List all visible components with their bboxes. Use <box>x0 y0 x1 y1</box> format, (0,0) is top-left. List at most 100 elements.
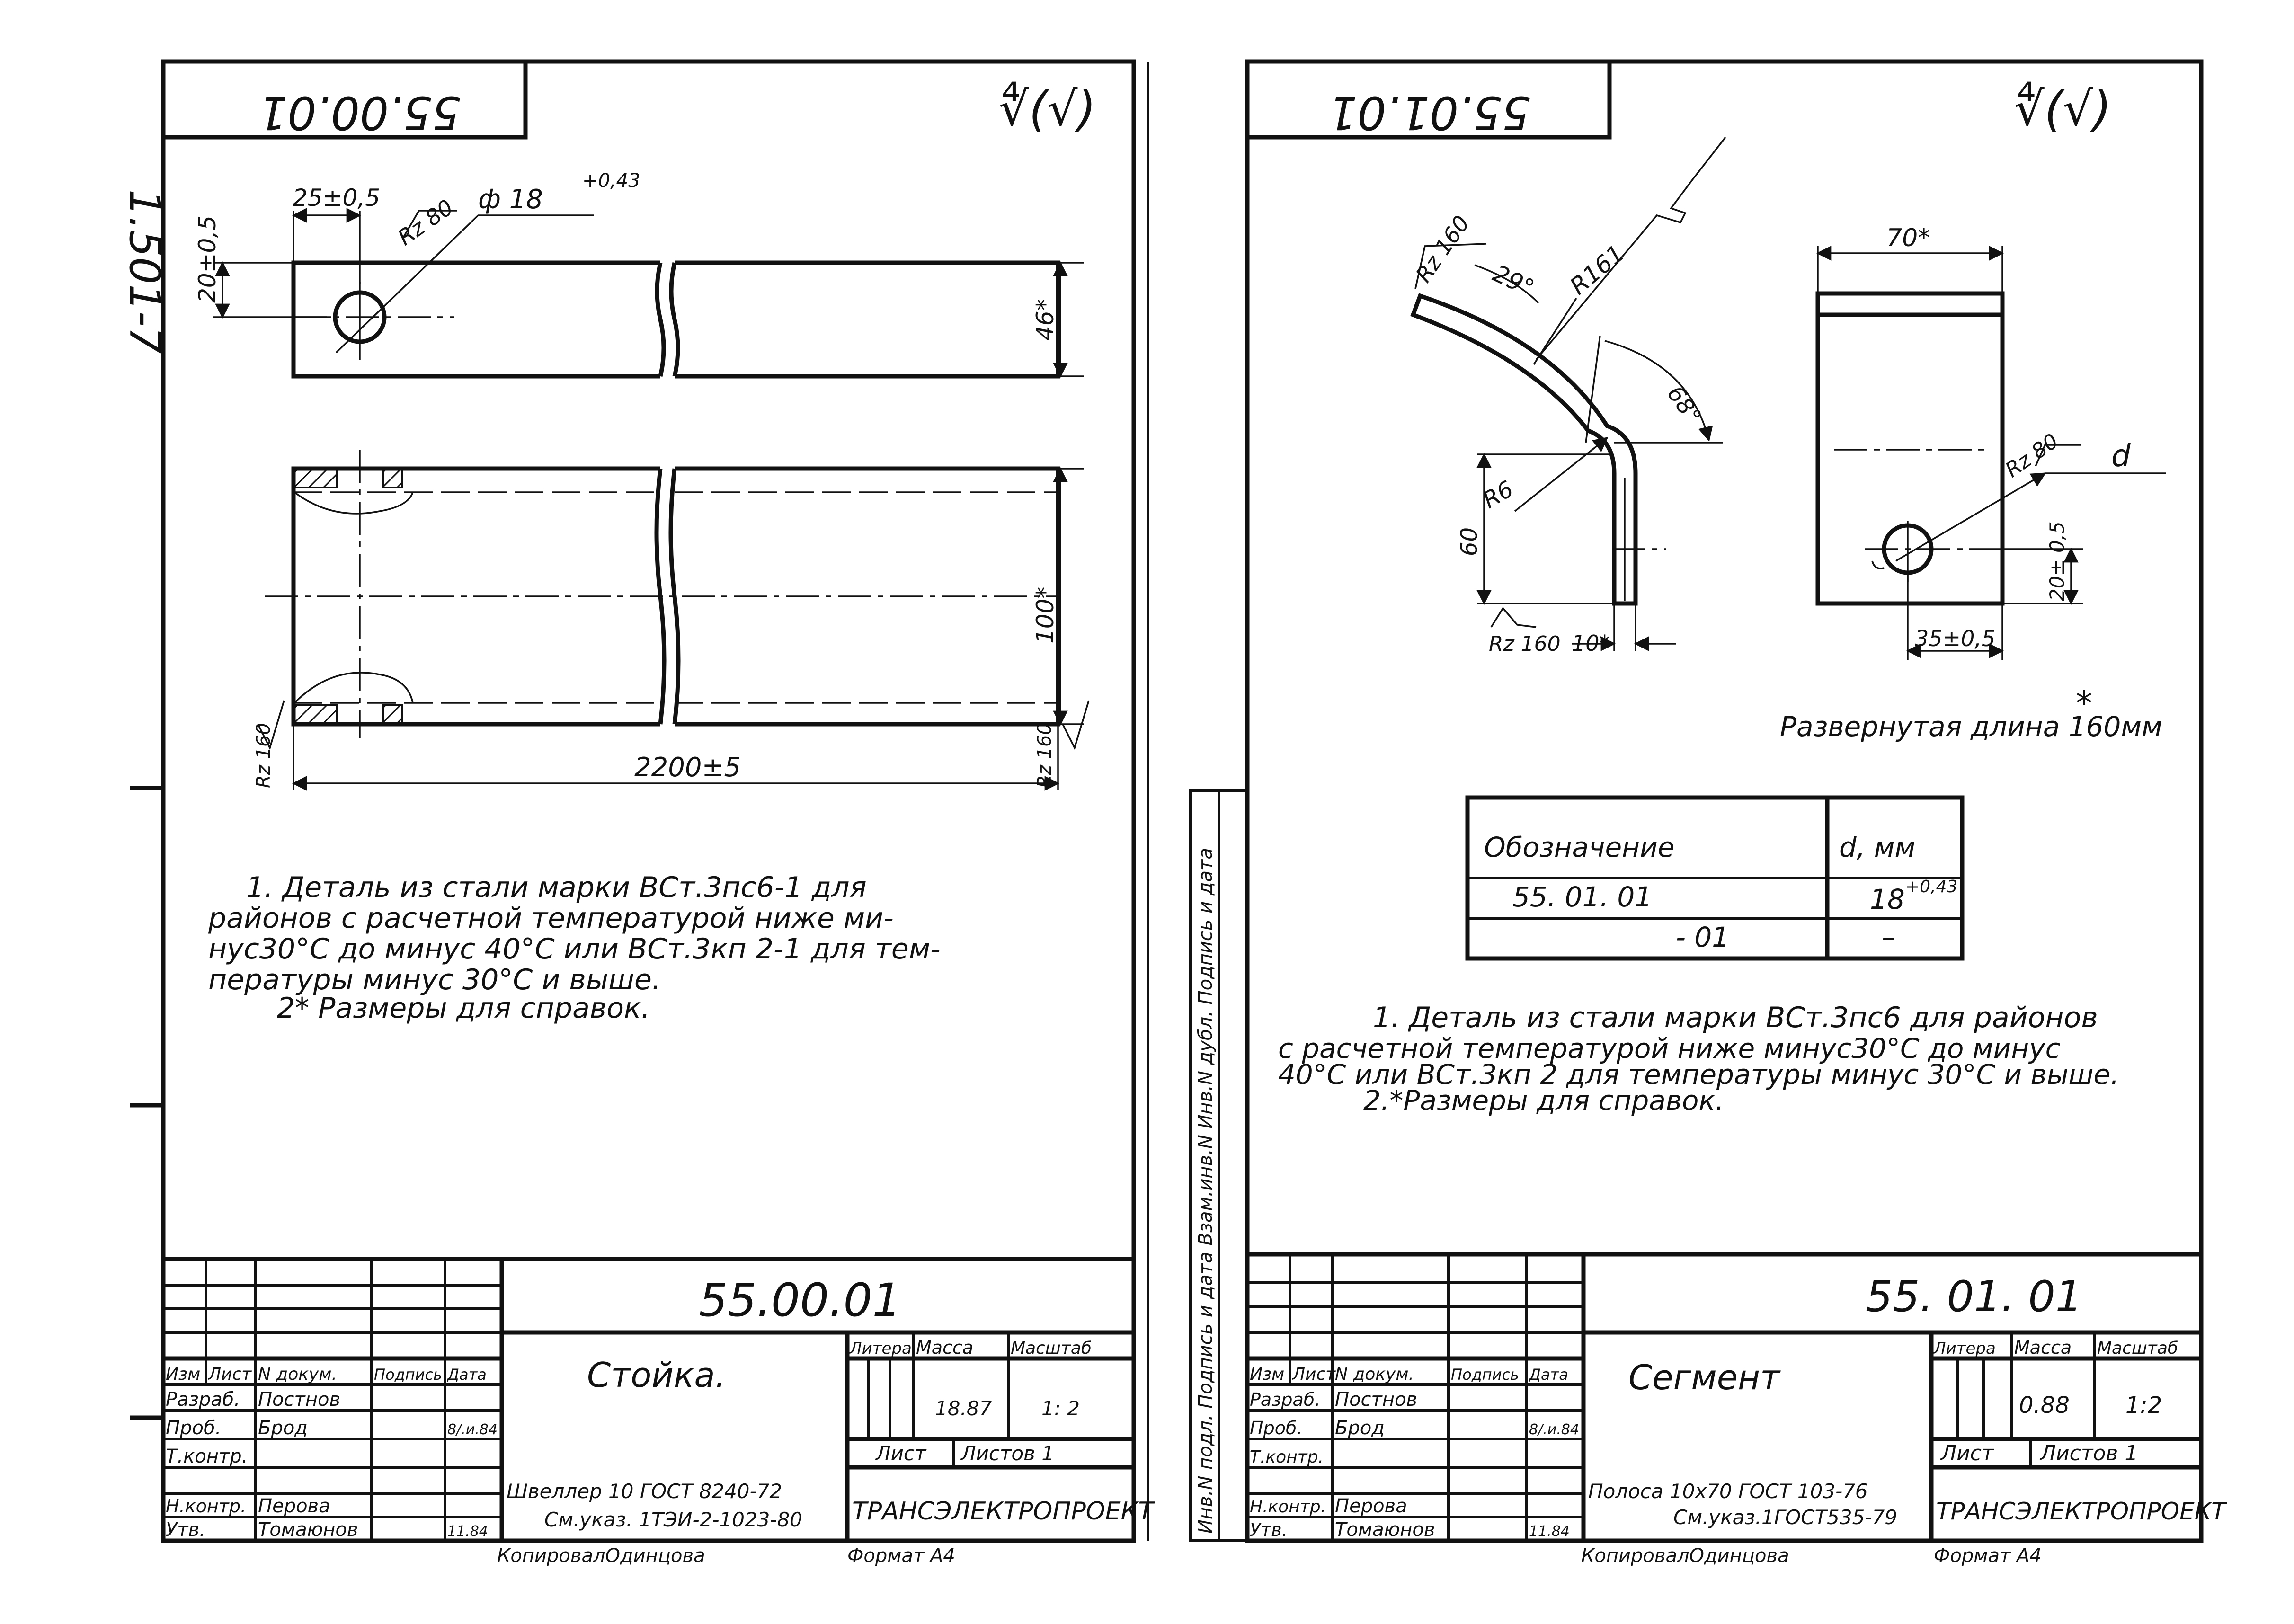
right-tb-date-2: 8/.и.84 <box>1529 1421 1579 1438</box>
right-tb-massa-val: 0.88 <box>2019 1392 2070 1419</box>
right-tb-date-6: 11.84 <box>1529 1523 1570 1540</box>
dim-10: 10* <box>1572 630 1610 656</box>
dim-d-sym: d <box>2111 439 2131 474</box>
left-tb-role-5: Н.контр. <box>166 1496 246 1517</box>
dim-100: 100* <box>1031 587 1059 644</box>
table-header-d: d, мм <box>1839 831 1915 863</box>
right-tb-h-ndoc: N докум. <box>1335 1365 1414 1384</box>
variant-table: Обозначение d, мм 55. 01. 01 18 +0,43 - … <box>1465 795 1965 961</box>
right-title-block: 55. 01. 01 Сегмент Изм Лист N докум. Под… <box>1247 1252 2227 1567</box>
right-tb-h-izm: Изм <box>1250 1365 1284 1384</box>
right-notes: 1. Деталь из стали марки ВСт.3пс6 для ра… <box>1278 1001 2119 1117</box>
right-roughness-symbol: ∜(√) <box>2014 81 2111 137</box>
right-tb-h-list: Лист <box>1291 1365 1336 1384</box>
right-tb-name-2: Брод <box>1335 1417 1385 1439</box>
dim-a68: 68° <box>1662 381 1707 429</box>
left-tb-h-izm: Изм <box>166 1365 200 1384</box>
right-tb-litera: Литера <box>1933 1339 1996 1358</box>
left-tb-listov: Листов 1 <box>960 1442 1054 1465</box>
right-tb-list: Лист <box>1940 1441 1994 1465</box>
left-tb-role-3: Т.контр. <box>166 1446 248 1467</box>
left-tb-h-sign: Подпись <box>374 1366 442 1384</box>
left-tb-masshtab: Масштаб <box>1011 1339 1092 1358</box>
left-tb-date-6: 11.84 <box>447 1523 488 1540</box>
table-row-1-tol: +0,43 <box>1905 877 1957 896</box>
table-row-1-designation: 55. 01. 01 <box>1512 881 1652 913</box>
left-front-view: 100* 2200±5 Rz 160 Rz 160 <box>253 450 1090 791</box>
right-tb-massa: Масса <box>2014 1337 2072 1358</box>
dim-rz160-bottom: Rz 160 <box>1489 632 1561 656</box>
right-note-2: с расчетной температурой ниже минус30°С … <box>1278 1032 2061 1065</box>
dim-rz160-top: Rz 160 <box>1411 211 1475 287</box>
left-tb-massa-val: 18.87 <box>935 1397 992 1420</box>
right-tb-name: Сегмент <box>1628 1358 1781 1397</box>
right-note-1: 1. Деталь из стали марки ВСт.3пс6 для ра… <box>1373 1001 2098 1034</box>
dim-20-right: 20± 0,5 <box>2045 521 2069 601</box>
left-tb-org: ТРАНСЭЛЕКТРОПРОЕКТ <box>852 1497 1156 1526</box>
left-roughness-symbol: ∜(√) <box>999 81 1096 137</box>
right-note-4: 2.*Размеры для справок. <box>1363 1084 1724 1117</box>
table-row-2-designation: - 01 <box>1676 921 1729 953</box>
table-header-designation: Обозначение <box>1484 831 1674 863</box>
left-tb-scale-val: 1: 2 <box>1041 1397 1080 1420</box>
left-tb-h-ndoc: N докум. <box>258 1365 337 1384</box>
left-tb-name-6: Томаюнов <box>258 1519 358 1541</box>
left-notes: 1. Деталь из стали марки ВСт.3пс6-1 для … <box>208 871 941 1025</box>
left-tb-name-1: Постнов <box>258 1389 340 1411</box>
right-tb-name-1: Постнов <box>1335 1389 1417 1411</box>
left-note-1: 1. Деталь из стали марки ВСт.3пс6-1 для <box>246 871 867 904</box>
dim-60: 60 <box>1456 527 1483 556</box>
dim-r161: R161 <box>1565 240 1629 300</box>
right-tb-scale-val: 1:2 <box>2125 1392 2162 1419</box>
table-row-1-d: 18 <box>1870 883 1905 915</box>
dim-46: 46* <box>1031 299 1059 341</box>
right-tb-name-6: Томаюнов <box>1335 1519 1435 1541</box>
table-row-2-d: – <box>1882 921 1895 953</box>
right-tb-org: ТРАНСЭЛЕКТРОПРОЕКТ <box>1936 1498 2227 1525</box>
left-tb-list: Лист <box>875 1442 927 1465</box>
right-tb-masshtab: Масштаб <box>2097 1339 2178 1358</box>
left-note-5: 2* Размеры для справок. <box>277 992 650 1025</box>
dim-70: 70* <box>1886 224 1930 252</box>
right-tb-format: Формат А4 <box>1934 1545 2042 1567</box>
developed-length-star: * <box>2076 684 2092 723</box>
right-sheet: Инв.N подл. Подпись и дата Взам.инв.N Ин… <box>1147 59 2227 1567</box>
right-tb-material-2: См.указ.1ГОСТ535-79 <box>1673 1506 1897 1529</box>
left-tb-date-2: 8/.и.84 <box>447 1421 498 1438</box>
left-tb-format: Формат А4 <box>847 1545 955 1567</box>
left-sheet: 55.00.01 ∜(√) 25±0,5 20±0,5 ф 18 +0 <box>161 59 1156 1567</box>
left-tb-copied: КопировалОдинцова <box>497 1545 705 1567</box>
left-tb-massa: Масса <box>916 1337 973 1358</box>
right-note-3: 40°С или ВСт.3кп 2 для температуры минус… <box>1278 1058 2119 1091</box>
dim-25: 25±0,5 <box>293 184 380 212</box>
left-note-4: пературы минус 30°С и выше. <box>208 963 661 996</box>
right-tb-listov: Листов 1 <box>2039 1441 2138 1465</box>
left-note-2: районов с расчетной температурой ниже ми… <box>208 902 894 935</box>
left-tb-role-6: Утв. <box>166 1519 205 1541</box>
left-tb-h-date: Дата <box>446 1366 487 1384</box>
left-tb-litera: Литера <box>849 1339 912 1358</box>
left-tb-material-1: Швеллер 10 ГОСТ 8240-72 <box>507 1480 782 1503</box>
left-code-rotated: 55.00.01 <box>258 86 461 139</box>
left-tb-name-5: Перова <box>258 1495 330 1517</box>
right-segment-view: R161 29° 68° Rz 160 R6 60 Rz 160 <box>1410 136 1726 656</box>
left-title-block: 55.00.01 Стойка. Изм Лист N докум. Подпи… <box>163 1257 1156 1567</box>
left-frame <box>161 59 1136 1543</box>
dim-20: 20±0,5 <box>194 215 221 303</box>
right-tb-role-6: Утв. <box>1250 1519 1288 1540</box>
right-tb-role-3: Т.контр. <box>1250 1447 1324 1467</box>
left-tb-role-2: Проб. <box>166 1417 221 1439</box>
right-tb-h-sign: Подпись <box>1451 1366 1519 1384</box>
left-tb-material-2: См.указ. 1ТЭИ-2-1023-80 <box>544 1508 802 1531</box>
right-tb-role-1: Разраб. <box>1250 1389 1320 1410</box>
binding-ticks <box>130 786 163 1420</box>
dim-2200: 2200±5 <box>634 752 741 783</box>
developed-length: Развернутая длина 160мм <box>1780 710 2162 743</box>
dim-rz160-right: Rz 160 <box>1034 723 1056 788</box>
dim-rz80: Rz 80 <box>393 195 458 250</box>
dim-rz160-left: Rz 160 <box>253 723 275 788</box>
right-plate-view: 70* Rz 80 d 20± 0,5 35±0,5 <box>1815 224 2166 660</box>
left-top-view: 25±0,5 20±0,5 ф 18 +0,43 Rz 80 46* <box>194 170 1084 379</box>
left-note-3: нус30°С до минус 40°С или ВСт.3кп 2-1 дл… <box>208 932 941 966</box>
